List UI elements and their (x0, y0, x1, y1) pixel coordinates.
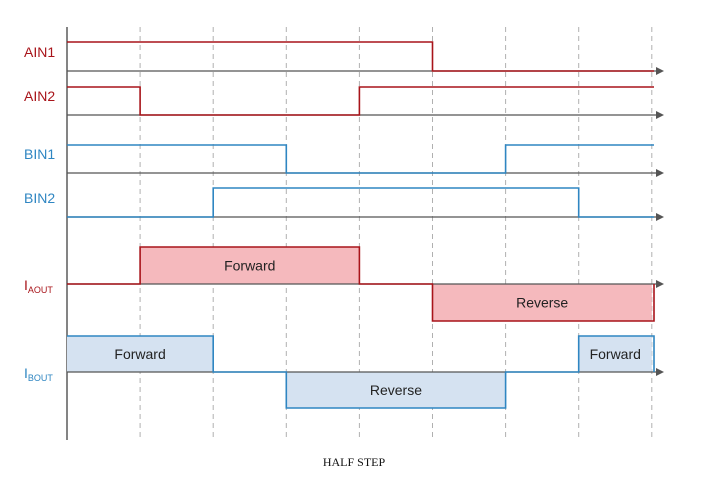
signal-label-ain2: AIN2 (24, 88, 55, 104)
signal-bin2-waveform (67, 187, 654, 218)
axis-arrow-icon (656, 67, 664, 75)
current-label-aout: IAOUT (24, 277, 53, 295)
signal-label-ain1: AIN1 (24, 44, 55, 60)
axis-arrow-icon (656, 213, 664, 221)
current-aout-reverse-region (432, 284, 652, 321)
current-bout-forward-label: Forward (114, 346, 165, 362)
current-bout-reverse-label: Reverse (370, 382, 422, 398)
current-label-bout: IBOUT (24, 365, 53, 383)
current-bout-reverse-region (286, 372, 506, 408)
diagram-caption: HALF STEP (322, 455, 386, 469)
current-aout-waveform (67, 246, 655, 322)
signal-ain1-waveform (67, 41, 654, 72)
current-bout-waveform (67, 335, 655, 409)
axis-arrow-icon (656, 368, 664, 376)
signal-ain2-waveform (67, 86, 654, 116)
signal-label-bin1: BIN1 (24, 146, 55, 162)
current-bout-forward-region (578, 336, 652, 372)
axis-arrow-icon (656, 111, 664, 119)
current-bout-forward-label: Forward (590, 346, 641, 362)
axis-arrow-icon (656, 169, 664, 177)
signal-label-bin2: BIN2 (24, 190, 55, 206)
current-aout-forward-region (140, 247, 360, 284)
current-aout-reverse-label: Reverse (516, 295, 568, 311)
half-step-timing-diagram: AIN1AIN2BIN1BIN2ForwardReverseIAOUTForwa… (24, 27, 664, 440)
current-aout-forward-label: Forward (224, 258, 275, 274)
current-bout-forward-region (67, 336, 214, 372)
axis-arrow-icon (656, 280, 664, 288)
signal-bin1-waveform (67, 144, 654, 174)
